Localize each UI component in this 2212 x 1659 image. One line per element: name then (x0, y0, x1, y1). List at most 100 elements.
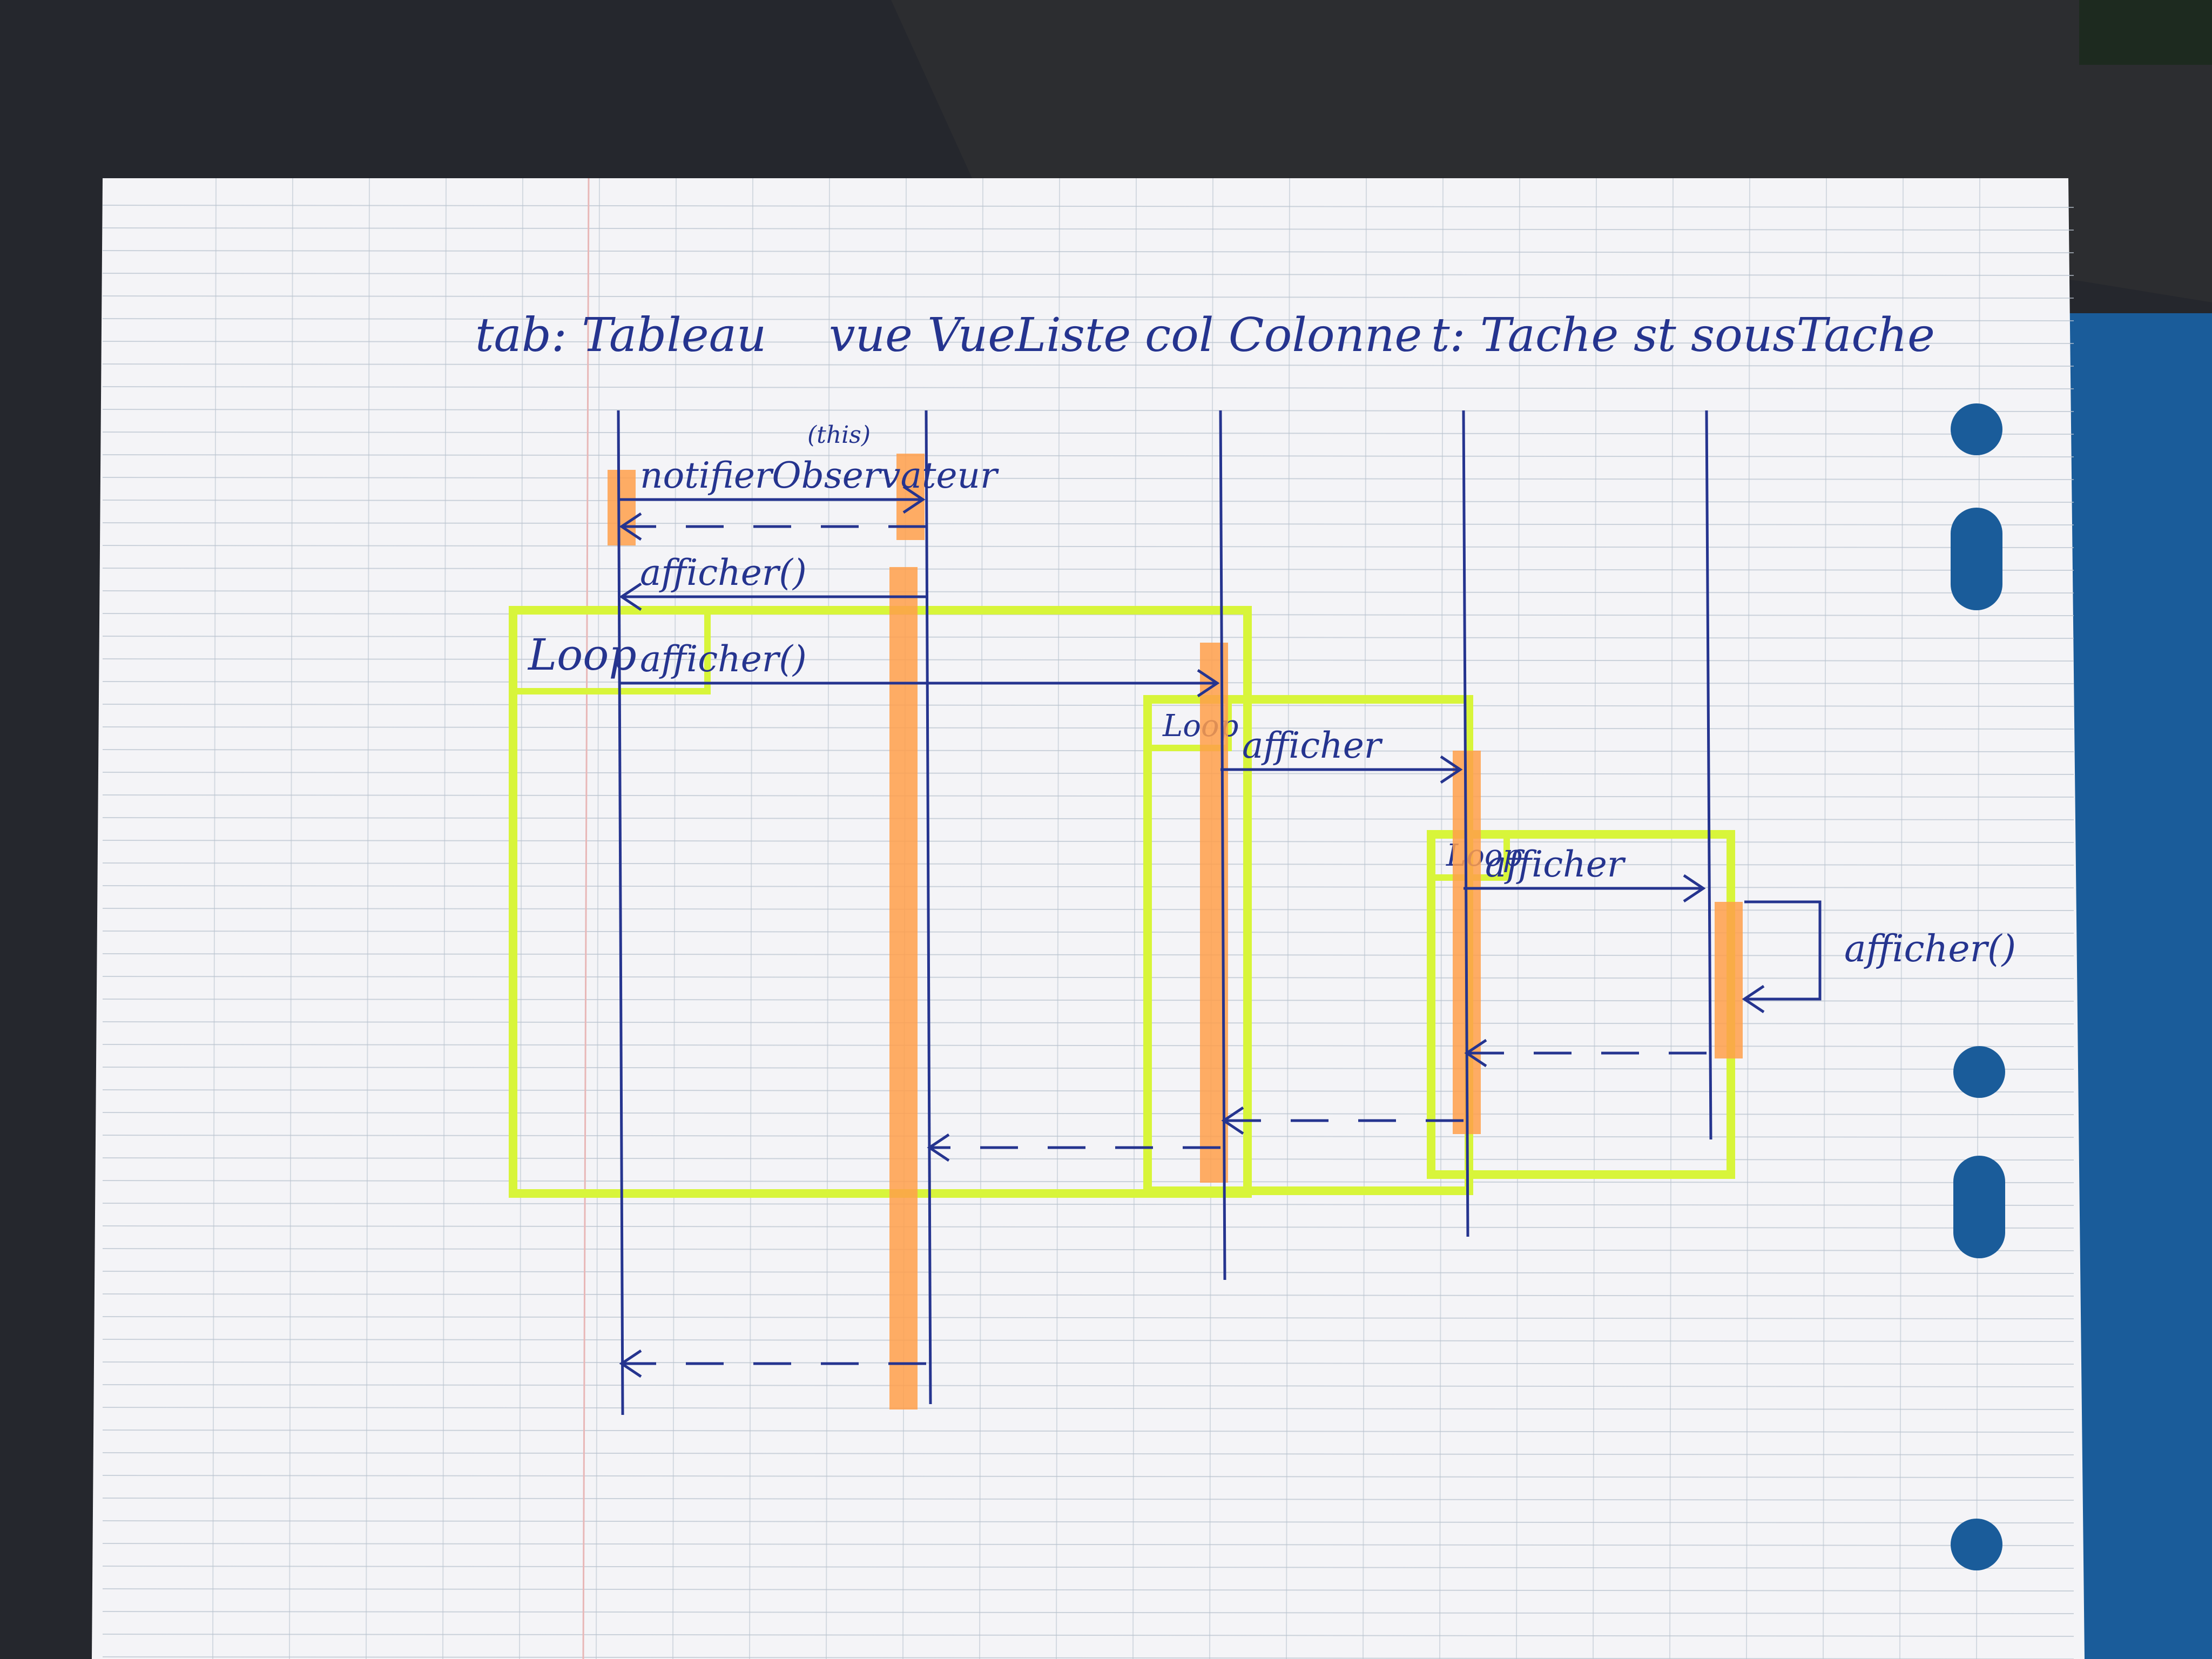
paper-rule (102, 908, 2074, 911)
paper-rule (102, 840, 2074, 843)
paper-rule (102, 454, 2074, 457)
paper-rule (102, 704, 2074, 707)
paper-rule (102, 1089, 2074, 1092)
call-arrowhead (1197, 669, 1220, 698)
return-arrowhead (619, 1349, 642, 1378)
paper-rule (102, 522, 2074, 525)
paper-rule (102, 794, 2074, 798)
activation-bar (889, 567, 918, 1410)
paper-rule (102, 862, 2074, 866)
paper-column-rule (1056, 178, 1060, 1659)
paper-column-rule (366, 178, 370, 1659)
paper-rule (102, 1384, 2074, 1387)
paper-rule (102, 953, 2074, 956)
messages: notifierObservateur (this) afficher() affic… (618, 421, 2016, 1378)
self-message-line (1744, 900, 1822, 1001)
paper-rule (102, 1520, 2074, 1523)
paper-rule (102, 386, 2074, 389)
paper-rule (102, 658, 2074, 662)
paper-rule (102, 273, 2074, 276)
paper-rule (102, 409, 2074, 412)
keyboard-edge (2079, 0, 2212, 65)
paper-sheet (92, 178, 2085, 1659)
loop-frame (509, 606, 1252, 1198)
paper-rule (102, 1543, 2074, 1546)
paper-rule (102, 1112, 2074, 1115)
paper-rule (102, 1634, 2074, 1637)
paper-column-rule (1132, 178, 1137, 1659)
binder-holes (1951, 403, 2005, 1570)
paper-rule (102, 1611, 2074, 1614)
paper-column-rule (1516, 178, 1520, 1659)
paper-rule (102, 1361, 2074, 1365)
paper-column-rule (212, 178, 217, 1659)
paper-column-rule (1363, 178, 1367, 1659)
paper-rule (102, 363, 2074, 367)
paper-rule (102, 318, 2074, 321)
call-arrowhead (1742, 984, 1765, 1014)
lifeline-st (1705, 410, 1712, 1140)
paper-rule (102, 545, 2074, 548)
lifeline-label-tab: tab: Tableau (475, 308, 766, 362)
paper-rule (102, 1021, 2074, 1024)
paper-column-rule (289, 178, 293, 1659)
activation-bar (1715, 902, 1743, 1058)
message-label: notifierObservateur (640, 455, 999, 496)
lifeline-label-st: st sousTache (1634, 308, 1935, 362)
binder-hole (1951, 508, 2002, 610)
paper-rule (102, 1452, 2074, 1455)
paper-column-rule (1746, 178, 1750, 1659)
paper-rule (102, 930, 2074, 934)
paper-column-rule (1899, 178, 1904, 1659)
paper-rule (102, 726, 2074, 730)
lifeline-t (1462, 410, 1469, 1237)
paper-column-rule (596, 178, 600, 1659)
message-label: afficher() (1844, 928, 2016, 970)
paper-column-rule (442, 178, 447, 1659)
paper-rule (102, 431, 2074, 435)
paper-rule (102, 1588, 2074, 1591)
paper-column-rule (1593, 178, 1597, 1659)
message-sublabel: (this) (807, 421, 871, 449)
paper-rule (102, 1498, 2074, 1501)
paper-rule (102, 1180, 2074, 1183)
paper-column-rule (1669, 178, 1674, 1659)
call-arrowhead (1683, 874, 1706, 903)
lifeline-label-t: t: Tache (1431, 308, 1618, 362)
lifeline-label-vue: vue VueListe (829, 308, 1131, 362)
message-label: afficher() (640, 552, 807, 594)
paper-rule (102, 1157, 2074, 1161)
binder-hole (1953, 1046, 2005, 1098)
paper-column-rule (826, 178, 830, 1659)
paper-rule (102, 1339, 2074, 1342)
paper-rule (102, 1135, 2074, 1138)
paper-rule (102, 500, 2074, 503)
paper-rule (102, 1407, 2074, 1410)
call-arrowhead (1440, 755, 1463, 784)
paper-rule (102, 1271, 2074, 1274)
paper-rule (102, 1293, 2074, 1297)
paper-rule (102, 636, 2074, 639)
lifeline-vue (925, 410, 932, 1405)
paper-column-rule (672, 178, 677, 1659)
paper-rule (102, 568, 2074, 571)
paper-rule (102, 885, 2074, 888)
return-arrowhead (619, 512, 642, 541)
lifeline-col (1219, 410, 1226, 1280)
binder-hole (1951, 403, 2002, 455)
paper-rule (102, 817, 2074, 820)
paper-column-rule (1823, 178, 1827, 1659)
paper-rule (102, 341, 2074, 344)
lifeline-label-col: col Colonne (1145, 308, 1422, 362)
paper-column-rule (1439, 178, 1444, 1659)
paper-rule (102, 1044, 2074, 1047)
paper-rule (102, 205, 2074, 208)
paper-rule (102, 749, 2074, 752)
message-label: afficher (1242, 725, 1383, 766)
message-label: afficher (1485, 844, 1626, 885)
paper-rule (102, 250, 2074, 253)
paper-rule (102, 976, 2074, 979)
paper-column-rule (979, 178, 983, 1659)
